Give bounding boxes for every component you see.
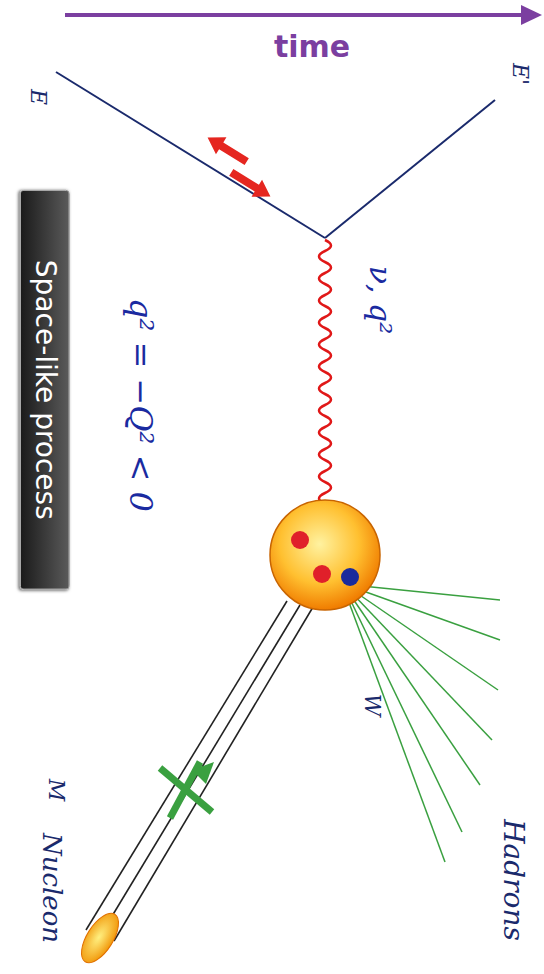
energy-label: E — [26, 89, 50, 105]
axis-label: time — [274, 30, 350, 63]
arrow-head — [521, 5, 542, 25]
spin-arrow — [226, 164, 276, 205]
box-text: Space-like process — [28, 260, 62, 520]
process-box: Space-like process — [20, 190, 70, 590]
spin-arrow — [202, 129, 252, 170]
photon-line — [319, 240, 331, 504]
particle-label: Nucleon — [38, 833, 67, 943]
quark-dot — [341, 568, 359, 586]
electron-line — [325, 100, 495, 238]
quark-dot — [291, 531, 309, 549]
mass-label: W — [360, 694, 384, 717]
time-arrow — [65, 13, 524, 17]
nucleon-oval — [74, 907, 126, 968]
cross-mark — [160, 762, 214, 818]
nucleon-lines — [86, 601, 313, 941]
particle-label: Hadrons — [498, 819, 529, 941]
quark-dot — [313, 565, 331, 583]
momentum-label: q² = −Q² < 0 — [122, 298, 157, 512]
nucleon-blob — [270, 500, 380, 610]
hadron-jet — [347, 585, 500, 862]
electron-line — [56, 72, 325, 238]
photon-label: ν, q² — [364, 266, 397, 335]
mass-label: M — [44, 779, 68, 802]
energy-label: E' — [508, 63, 532, 85]
